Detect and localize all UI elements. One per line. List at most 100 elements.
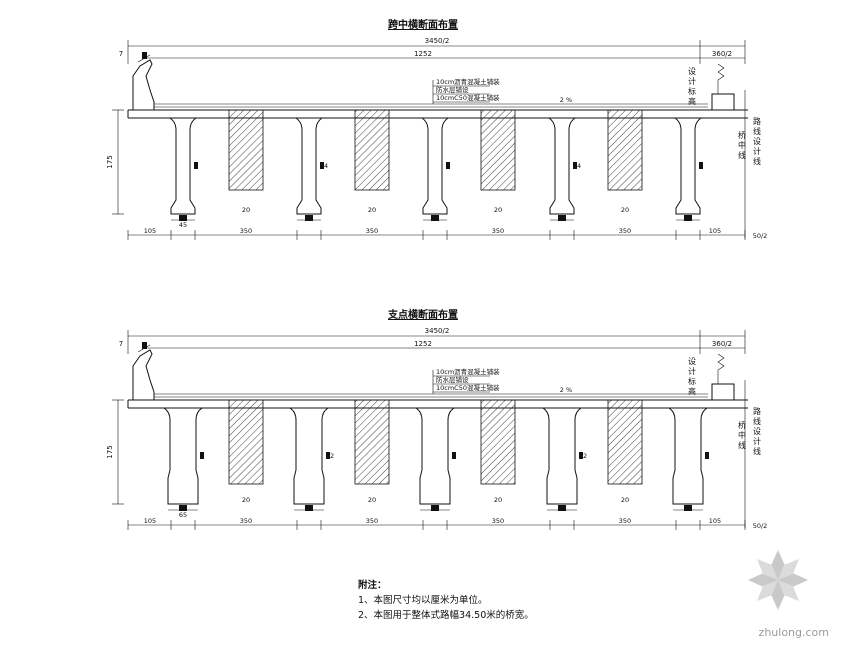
girder-0 [169, 117, 197, 215]
girder-web-marker [194, 162, 198, 169]
centerline-label-char: 线 [738, 440, 746, 450]
girder-2 [421, 117, 449, 215]
road-design-label-char: 计 [753, 146, 761, 156]
girder-bottom-marker [305, 215, 313, 221]
wet-joint-3 [607, 109, 643, 191]
girder-web-marker [446, 162, 450, 169]
side-width-label: 360/2 [712, 50, 732, 58]
road-design-label-char: 线 [753, 446, 761, 456]
girder-bottom-marker [558, 215, 566, 221]
deck-note-0: 10cm沥青混凝土铺装 [436, 367, 500, 376]
road-design-label-char: 线 [753, 416, 761, 426]
deck-note-1: 防水层铺设 [436, 85, 469, 94]
girder-bottom-marker [684, 505, 692, 511]
girder-web-marker [705, 452, 709, 459]
total-width-label: 3450/2 [425, 37, 450, 45]
girder-2 [415, 407, 455, 505]
joint-width-label: 20 [242, 496, 250, 504]
road-design-label-char: 线 [753, 126, 761, 136]
spacing-label-0: 350 [240, 517, 252, 525]
barrier-rail [137, 54, 151, 63]
left-small-label: 7 [119, 50, 123, 58]
spacing-label-0: 350 [240, 227, 252, 235]
wet-joint-2 [480, 109, 516, 191]
girder-web-marker [699, 162, 703, 169]
barrier-rail [137, 344, 151, 353]
slope-label: 2 % [560, 96, 572, 104]
design-elev-label-char: 标 [688, 86, 696, 96]
deck-note-2: 10cmC50混凝土铺装 [436, 93, 500, 102]
wet-joint-0 [228, 399, 264, 485]
centerline-label-char: 线 [738, 150, 746, 160]
deck-note-0: 10cm沥青混凝土铺装 [436, 77, 500, 86]
edge-left-label: 105 [144, 517, 156, 525]
centerline-label-char: 桥 [738, 420, 746, 430]
deck-note-1: 防水层铺设 [436, 375, 469, 384]
height-label: 175 [106, 155, 114, 168]
wet-joint-0 [228, 109, 264, 191]
left-barrier [132, 59, 155, 110]
joint-width-label: 20 [368, 496, 376, 504]
wet-joint-1 [354, 399, 390, 485]
road-design-label-char: 路 [753, 406, 761, 416]
spacing-label-1: 350 [366, 517, 378, 525]
dim-marker [142, 342, 147, 349]
height-label: 175 [106, 445, 114, 458]
girder-bottom-marker [179, 215, 187, 221]
edge-right-label: 105 [709, 517, 721, 525]
joint-width-label: 20 [242, 206, 250, 214]
girder-web-marker [320, 162, 324, 169]
zhulong-logo [748, 550, 808, 610]
joint-width-label: 20 [494, 206, 502, 214]
notes-heading: 附注： [358, 580, 387, 591]
road-design-label-char: 设 [753, 136, 761, 146]
right-end-label: 50/2 [753, 522, 768, 530]
girder-0 [163, 407, 203, 505]
section-title: 支点横断面布置 [387, 308, 458, 321]
wet-joint-1 [354, 109, 390, 191]
right-curb [711, 383, 735, 401]
centerline-label-char: 桥 [738, 130, 746, 140]
right-post-symbol [717, 63, 725, 94]
section-title: 跨中横断面布置 [388, 18, 458, 31]
girder-bottom-marker [431, 505, 439, 511]
spacing-label-2: 350 [492, 517, 504, 525]
right-end-label: 50/2 [753, 232, 768, 240]
girder-bottom-marker [558, 505, 566, 511]
main-width-label: 1252 [414, 340, 432, 348]
girder-bottom-marker [431, 215, 439, 221]
joint-width-label: 20 [368, 206, 376, 214]
slope-label: 2 % [560, 386, 572, 394]
design-elev-label-char: 高 [688, 96, 696, 106]
total-width-label: 3450/2 [425, 327, 450, 335]
design-elev-label-char: 高 [688, 386, 696, 396]
deck-note-2: 10cmC50混凝土铺装 [436, 383, 500, 392]
spacing-label-3: 350 [619, 517, 631, 525]
joint-width-label: 20 [621, 206, 629, 214]
design-elev-label-char: 计 [688, 76, 696, 86]
edge-right-label: 105 [709, 227, 721, 235]
side-width-label: 360/2 [712, 340, 732, 348]
note-item-1: 1、本图尺寸均以厘米为单位。 [358, 595, 488, 606]
girder-4 [668, 407, 708, 505]
design-elev-label-char: 设 [688, 66, 696, 76]
watermark-text: zhulong.com [758, 626, 829, 639]
main-width-label: 1252 [414, 50, 432, 58]
girder-bottom-label: 65 [179, 511, 187, 519]
girder-web-marker [579, 452, 583, 459]
girder-4 [674, 117, 702, 215]
road-design-label-char: 计 [753, 436, 761, 446]
right-curb [711, 93, 735, 111]
road-design-label-char: 线 [753, 156, 761, 166]
girder-web-marker [452, 452, 456, 459]
spacing-label-2: 350 [492, 227, 504, 235]
girder-1 [289, 407, 329, 505]
road-design-label-char: 路 [753, 116, 761, 126]
road-design-label-char: 设 [753, 426, 761, 436]
left-barrier [132, 349, 155, 400]
edge-left-label: 105 [144, 227, 156, 235]
girder-bottom-marker [179, 505, 187, 511]
